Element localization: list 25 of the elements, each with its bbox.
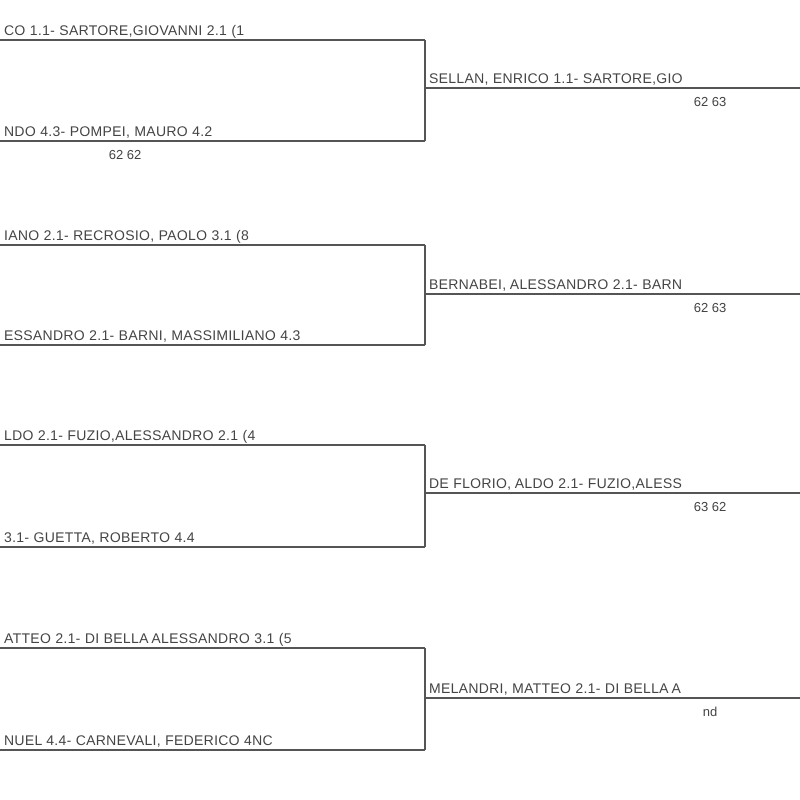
bracket-entry: CO 1.1- SARTORE,GIOVANNI 2.1 (1 (0, 19, 425, 41)
bracket-entry: IANO 2.1- RECROSIO, PAOLO 3.1 (8 (0, 224, 425, 246)
bracket-entry: DE FLORIO, ALDO 2.1- FUZIO,ALESS (425, 472, 800, 494)
bracket-entry: MELANDRI, MATTEO 2.1- DI BELLA A (425, 677, 800, 699)
bracket-entry: ESSANDRO 2.1- BARNI, MASSIMILIANO 4.3 (0, 324, 425, 346)
bracket-line (424, 87, 426, 141)
bracket-line (424, 445, 426, 494)
score-label: 62 63 (694, 300, 726, 316)
bracket-entry: ATTEO 2.1- DI BELLA ALESSANDRO 3.1 (5 (0, 627, 425, 649)
bracket-line (424, 697, 426, 750)
score-label: 63 62 (694, 499, 726, 515)
bracket-entry: NUEL 4.4- CARNEVALI, FEDERICO 4NC (0, 729, 425, 751)
bracket-line (424, 492, 426, 547)
score-label: nd (702, 704, 718, 720)
bracket-entry: 3.1- GUETTA, ROBERTO 4.4 (0, 526, 425, 548)
bracket-entry: LDO 2.1- FUZIO,ALESSANDRO 2.1 (4 (0, 424, 425, 446)
score-label: 62 62 (108, 147, 142, 163)
bracket-line (424, 648, 426, 699)
bracket-entry: NDO 4.3- POMPEI, MAURO 4.2 (0, 120, 425, 142)
bracket-entry: SELLAN, ENRICO 1.1- SARTORE,GIO (425, 67, 800, 89)
bracket-line (424, 40, 426, 89)
bracket-line (424, 245, 426, 295)
score-label: 62 63 (694, 94, 726, 110)
bracket-line (424, 293, 426, 345)
bracket-entry: BERNABEI, ALESSANDRO 2.1- BARN (425, 273, 800, 295)
